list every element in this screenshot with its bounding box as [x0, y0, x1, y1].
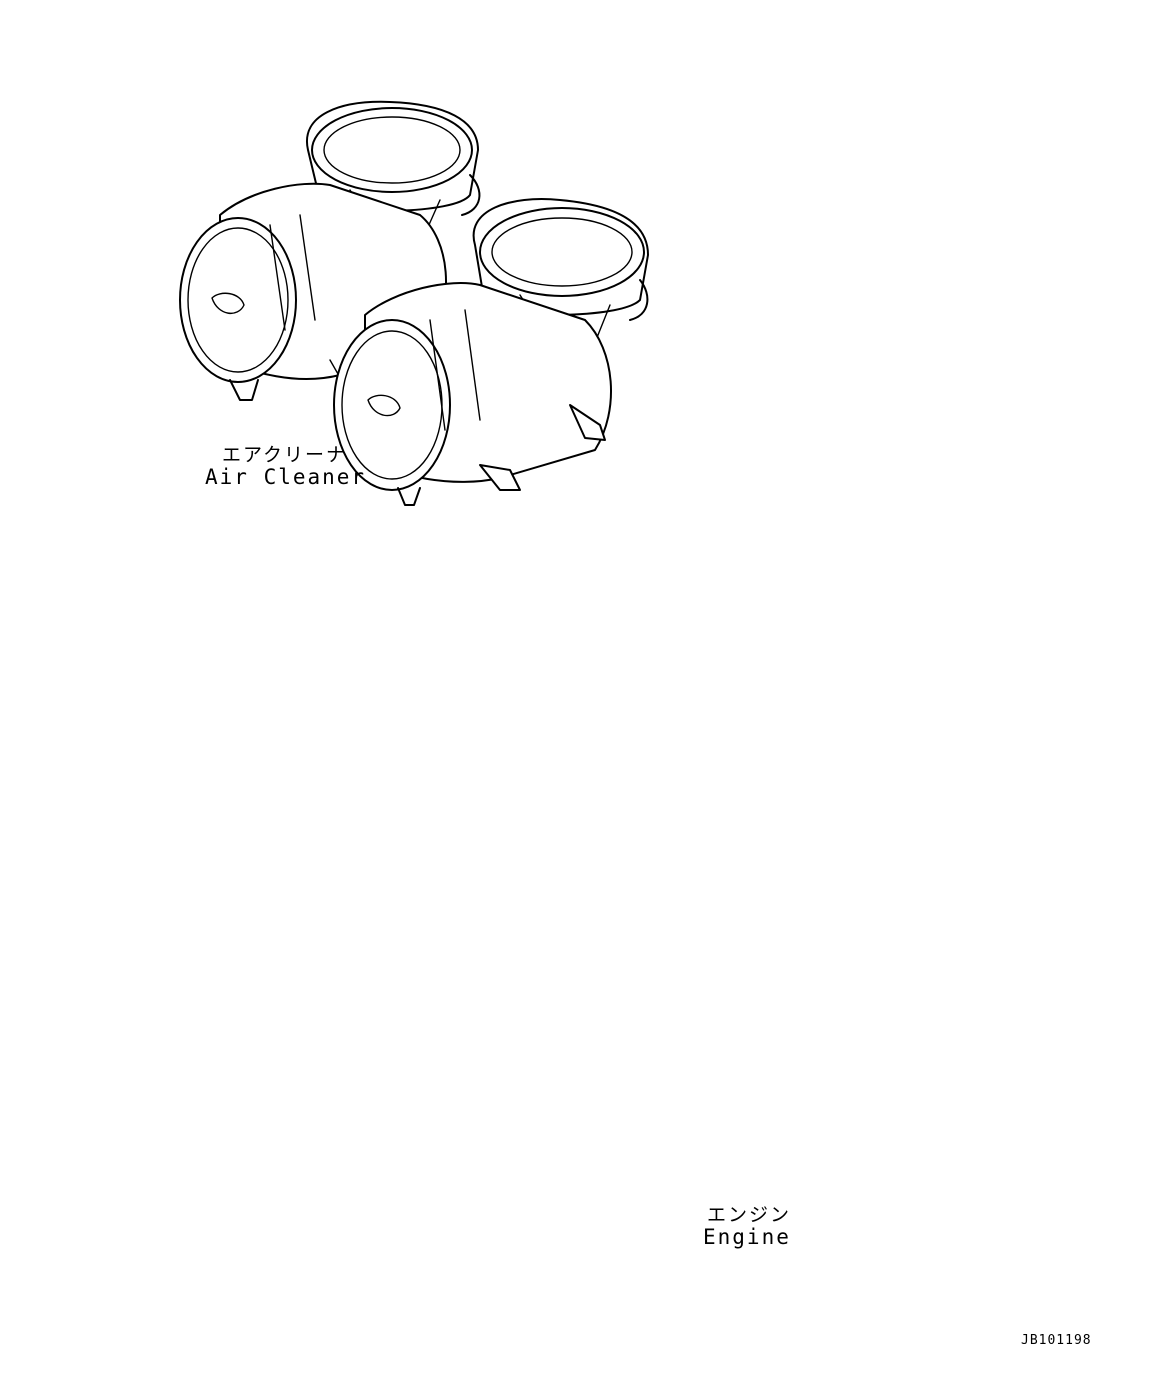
- air-cleaner-label-en: Air Cleaner: [205, 465, 367, 489]
- air-cleaner-assembly: [179, 100, 649, 506]
- drawing-code: JB101198: [1021, 1333, 1092, 1348]
- engine-label-jp: エンジン: [707, 1204, 792, 1226]
- air-cleaner-rear-cap: [305, 100, 481, 246]
- engine-label-en: Engine: [703, 1225, 791, 1249]
- air-cleaner-front-body: [333, 282, 612, 506]
- air-cleaner-rear-body: [179, 182, 447, 401]
- air-cleaner-label-jp: エアクリーナ: [222, 444, 348, 466]
